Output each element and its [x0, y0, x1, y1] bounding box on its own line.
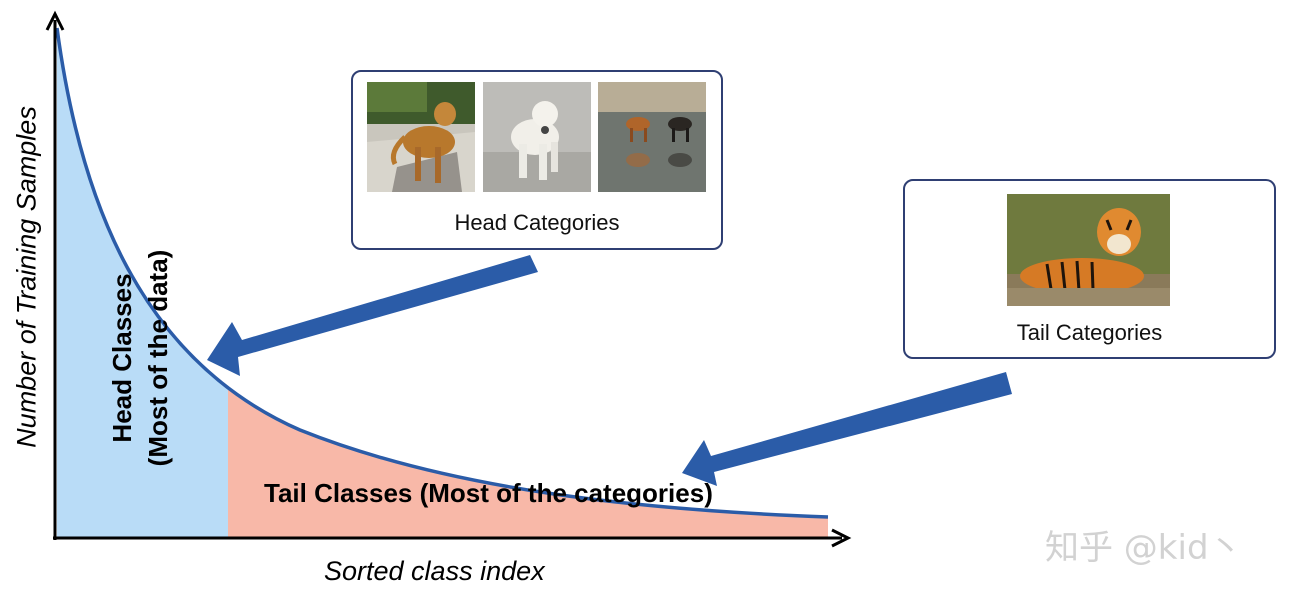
head-categories-label: Head Categories	[454, 210, 620, 235]
y-axis-arrowhead	[45, 10, 65, 31]
head-region	[57, 28, 228, 538]
tail-region	[228, 387, 828, 538]
watermark: 知乎 @kid丶	[1045, 528, 1243, 568]
head-pointer-arrow	[207, 255, 538, 376]
tail-classes-label: Tail Classes (Most of the categories)	[264, 478, 713, 508]
tail-pointer-arrow	[682, 372, 1012, 486]
beach-dogs-photo	[598, 82, 706, 192]
x-axis-label: Sorted class index	[324, 556, 545, 586]
head-classes-line2: (Most of the data)	[143, 249, 173, 467]
head-categories-box: Head Categories	[351, 70, 723, 250]
y-axis-label: Number of Training Samples	[11, 106, 42, 448]
tail-categories-label: Tail Categories	[1016, 320, 1163, 345]
x-axis-arrowhead	[831, 528, 852, 548]
golden-dog-photo	[367, 82, 475, 192]
white-poodle-photo	[483, 82, 591, 192]
head-classes-line1: Head Classes	[107, 273, 137, 443]
distribution-curve	[55, 27, 829, 519]
head-classes-label: Head Classes (Most of the data)	[104, 250, 176, 467]
tail-categories-box: Tail Categories	[903, 179, 1276, 359]
tiger-photo	[1007, 194, 1170, 306]
